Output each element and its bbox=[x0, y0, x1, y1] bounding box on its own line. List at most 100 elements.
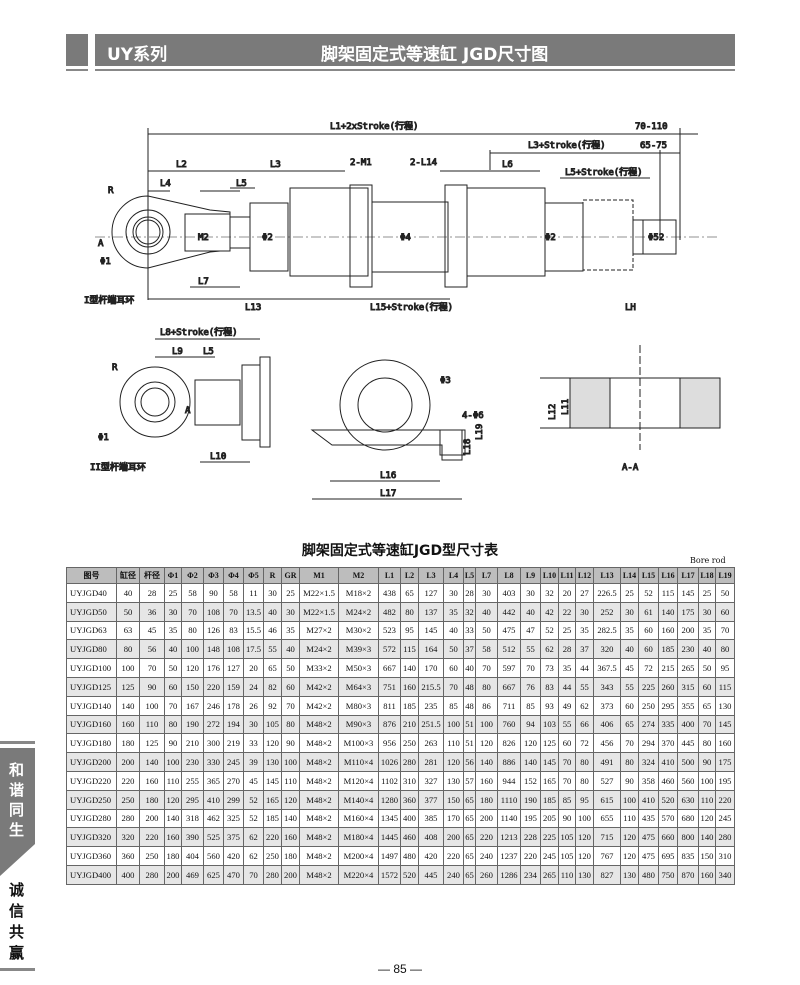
svg-text:R: R bbox=[112, 363, 118, 373]
value-cell: 460 bbox=[658, 770, 678, 791]
value-cell: 110 bbox=[281, 770, 300, 791]
value-cell: 200 bbox=[164, 864, 182, 885]
value-cell: 160 bbox=[400, 676, 419, 697]
value-cell: 137 bbox=[418, 601, 444, 622]
value-cell: 680 bbox=[677, 808, 699, 829]
value-cell: 445 bbox=[418, 864, 444, 885]
value-cell: 295 bbox=[181, 789, 204, 810]
column-header: L14 bbox=[620, 567, 639, 584]
value-cell: 225 bbox=[638, 676, 659, 697]
value-cell: 70 bbox=[281, 695, 300, 716]
value-cell: 80 bbox=[575, 770, 594, 791]
value-cell: 140 bbox=[139, 752, 165, 772]
value-cell: 26 bbox=[243, 695, 264, 716]
value-cell: 60 bbox=[164, 676, 182, 697]
value-cell: 42 bbox=[540, 601, 559, 622]
value-cell: 560 bbox=[203, 846, 224, 866]
value-cell: 1140 bbox=[497, 808, 521, 829]
svg-text:L5+Stroke(行程): L5+Stroke(行程) bbox=[565, 166, 643, 178]
svg-text:L5: L5 bbox=[236, 179, 247, 189]
value-cell: 265 bbox=[677, 658, 699, 678]
value-cell: 70 bbox=[443, 676, 464, 697]
value-cell: 194 bbox=[223, 714, 244, 735]
value-cell: 65 bbox=[400, 583, 419, 603]
svg-text:2-L14: 2-L14 bbox=[410, 158, 437, 168]
value-cell: 25 bbox=[164, 583, 182, 603]
value-cell: 152 bbox=[520, 770, 541, 791]
value-cell: 170 bbox=[443, 808, 464, 829]
value-cell: 30 bbox=[520, 583, 541, 603]
column-header: L13 bbox=[593, 567, 621, 584]
value-cell: 1572 bbox=[378, 864, 401, 885]
value-cell: 100 bbox=[443, 714, 464, 735]
value-cell: 420 bbox=[418, 846, 444, 866]
value-cell: 140 bbox=[164, 808, 182, 829]
value-cell: 120 bbox=[263, 733, 282, 754]
value-cell: 500 bbox=[677, 752, 699, 772]
value-cell: 245 bbox=[223, 752, 244, 772]
value-cell: 811 bbox=[378, 695, 401, 716]
value-cell: 65 bbox=[463, 808, 476, 829]
value-cell: 180 bbox=[475, 789, 498, 810]
value-cell: M39×3 bbox=[338, 639, 379, 660]
value-cell: 750 bbox=[658, 864, 678, 885]
value-cell: 39 bbox=[243, 752, 264, 772]
column-header: L19 bbox=[715, 567, 735, 584]
value-cell: 40 bbox=[263, 601, 282, 622]
value-cell: M90×3 bbox=[338, 714, 379, 735]
value-cell: 367.5 bbox=[593, 658, 621, 678]
column-header: L7 bbox=[475, 567, 498, 584]
value-cell: 52 bbox=[540, 620, 559, 641]
value-cell: 93 bbox=[540, 695, 559, 716]
svg-text:Φ4: Φ4 bbox=[400, 233, 411, 243]
value-cell: 35 bbox=[281, 620, 300, 641]
column-header: 图号 bbox=[66, 567, 117, 584]
value-cell: 44 bbox=[575, 658, 594, 678]
value-cell: 100 bbox=[475, 714, 498, 735]
value-cell: 220 bbox=[203, 676, 224, 697]
value-cell: 462 bbox=[203, 808, 224, 829]
value-cell: 210 bbox=[400, 714, 419, 735]
side-slogan-bottom: 诚信共赢 bbox=[9, 881, 25, 962]
value-cell: 300 bbox=[203, 733, 224, 754]
svg-text:L3+Stroke(行程): L3+Stroke(行程) bbox=[528, 139, 606, 151]
value-cell: 61 bbox=[638, 601, 659, 622]
value-cell: 410 bbox=[638, 789, 659, 810]
value-cell: 56 bbox=[463, 752, 476, 772]
value-cell: 1213 bbox=[497, 827, 521, 848]
value-cell: 82 bbox=[263, 676, 282, 697]
value-cell: 105 bbox=[263, 714, 282, 735]
value-cell: 80 bbox=[575, 752, 594, 772]
value-cell: 95 bbox=[575, 789, 594, 810]
value-cell: 180 bbox=[139, 789, 165, 810]
value-cell: 150 bbox=[443, 789, 464, 810]
value-cell: 295 bbox=[658, 695, 678, 716]
value-cell: 240 bbox=[443, 864, 464, 885]
value-cell: 250 bbox=[116, 789, 140, 810]
value-cell: 35 bbox=[575, 620, 594, 641]
value-cell: 100 bbox=[181, 639, 204, 660]
value-cell: 215.5 bbox=[418, 676, 444, 697]
value-cell: 1026 bbox=[378, 752, 401, 772]
value-cell: M22×1.5 bbox=[299, 601, 339, 622]
value-cell: 260 bbox=[475, 864, 498, 885]
value-cell: 120 bbox=[281, 789, 300, 810]
value-cell: 1345 bbox=[378, 808, 401, 829]
value-cell: 80 bbox=[181, 620, 204, 641]
svg-text:L7: L7 bbox=[198, 277, 209, 287]
value-cell: 100 bbox=[698, 770, 716, 791]
page-number: — 85 — bbox=[377, 962, 422, 976]
value-cell: M33×2 bbox=[299, 658, 339, 678]
divider bbox=[95, 69, 735, 71]
divider bbox=[0, 968, 35, 971]
value-cell: 520 bbox=[658, 789, 678, 810]
value-cell: 150 bbox=[181, 676, 204, 697]
value-cell: 70 bbox=[698, 714, 716, 735]
value-cell: 826 bbox=[497, 733, 521, 754]
value-cell: 160 bbox=[116, 714, 140, 735]
